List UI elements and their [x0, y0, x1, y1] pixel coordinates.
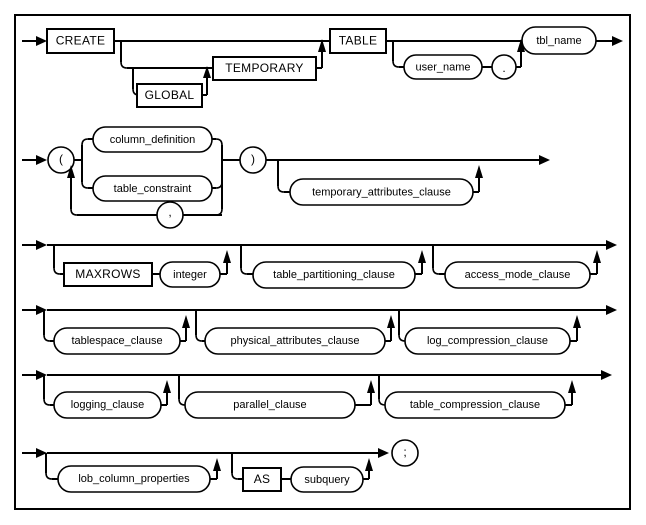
row1-exit-arrow-icon	[612, 36, 623, 46]
username-branch-corner	[392, 60, 400, 68]
comma-loop-corner-left	[70, 208, 78, 216]
temporary-keyword-label: TEMPORARY	[225, 61, 304, 75]
row3-exit-arrow-icon	[606, 240, 617, 250]
temporary-attributes-clause-label: temporary_attributes_clause	[312, 186, 451, 198]
accessmode-branch-corner	[432, 267, 440, 275]
row4-exit-arrow-icon	[606, 305, 617, 315]
user-name-label: user_name	[415, 61, 470, 73]
row5-exit-arrow-icon	[601, 370, 612, 380]
tablecomp-branch-corner	[378, 398, 386, 406]
table-constraint-corner	[81, 181, 89, 189]
as-branch-corner	[231, 472, 239, 480]
table-partitioning-clause-oval[interactable]	[252, 261, 416, 289]
dot-join-arrow-icon	[517, 39, 525, 52]
global-keyword-label: GLOBAL	[145, 88, 195, 102]
row-5-group: logging_clause parallel_clause table_com…	[22, 370, 612, 419]
create-keyword-label: CREATE	[56, 34, 106, 48]
subquery-join-arrow-icon	[365, 458, 373, 471]
comma-loop-corner-right	[215, 208, 223, 216]
tablepart-join-arrow-icon	[418, 250, 426, 263]
open-paren-label: (	[59, 152, 63, 166]
tablespace-clause-label: tablespace_clause	[71, 335, 162, 347]
parallel-join-arrow-icon	[367, 380, 375, 393]
tempattrs-join-arrow-icon	[475, 165, 483, 178]
table-constraint-merge-corner	[215, 181, 223, 189]
diagram-border	[14, 14, 631, 510]
tablespace-join-arrow-icon	[182, 315, 190, 328]
dot-separator-label: .	[502, 61, 505, 75]
physical-attributes-clause-label: physical_attributes_clause	[230, 335, 359, 347]
maxrows-branch-corner	[53, 267, 61, 275]
semicolon-terminator-label: ;	[403, 445, 406, 459]
logging-clause-label: logging_clause	[71, 399, 144, 411]
lobprops-branch-corner	[45, 472, 53, 480]
logging-branch-corner	[43, 398, 51, 406]
temporary-join-arrow-icon	[318, 39, 326, 52]
table-constraint-label: table_constraint	[114, 183, 192, 195]
logging-join-arrow-icon	[163, 380, 171, 393]
subquery-label: subquery	[304, 474, 350, 486]
logcomp-join-arrow-icon	[573, 315, 581, 328]
table-keyword-label: TABLE	[339, 34, 378, 48]
row4-entry-arrow-icon	[36, 305, 47, 315]
tempattrs-branch-corner	[277, 185, 285, 193]
comma-loop-arrow-icon	[67, 165, 75, 178]
row2-entry-arrow-icon	[36, 155, 47, 165]
integer-label: integer	[173, 269, 207, 281]
row-6-group: lob_column_properties AS subquery ;	[22, 439, 419, 493]
column-definition-merge-corner	[215, 138, 223, 146]
tablecomp-join-arrow-icon	[568, 380, 576, 393]
row2-exit-arrow-icon	[539, 155, 550, 165]
row3-entry-arrow-icon	[36, 240, 47, 250]
close-paren-label: )	[251, 152, 255, 166]
column-definition-corner	[81, 138, 89, 146]
physattrs-join-arrow-icon	[387, 315, 395, 328]
semicolon-entry-arrow-icon	[378, 448, 389, 458]
lobprops-join-arrow-icon	[213, 458, 221, 471]
tbl-name-label: tbl_name	[536, 35, 581, 47]
row6-entry-arrow-icon	[36, 448, 47, 458]
column-definition-label: column_definition	[110, 134, 196, 146]
parallel-clause-label: parallel_clause	[233, 399, 306, 411]
create-keyword-box[interactable]	[46, 28, 115, 54]
table-keyword-box[interactable]	[329, 28, 387, 54]
access-mode-clause-label: access_mode_clause	[465, 269, 571, 281]
temporary-branch-corner	[120, 61, 128, 69]
tablepart-branch-corner	[240, 267, 248, 275]
row5-entry-arrow-icon	[36, 370, 47, 380]
accessmode-join-arrow-icon	[593, 250, 601, 263]
entry-arrow-icon	[36, 36, 47, 46]
semicolon-terminator-circle[interactable]	[391, 439, 419, 467]
tablespace-branch-corner	[43, 334, 51, 342]
row-3-group: MAXROWS integer table_partitioning_claus…	[22, 240, 617, 289]
row-2-group: ( column_definition table_constraint	[22, 126, 550, 229]
table-compression-clause-label: table_compression_clause	[410, 399, 540, 411]
parallel-branch-corner	[178, 398, 186, 406]
log-compression-clause-label: log_compression_clause	[427, 335, 548, 347]
logcomp-branch-corner	[398, 334, 406, 342]
maxrows-keyword-label: MAXROWS	[75, 267, 140, 281]
row-1-group: CREATE GLOBAL TEMPORARY	[22, 26, 623, 108]
access-mode-clause-oval[interactable]	[444, 261, 591, 289]
lob-column-properties-label: lob_column_properties	[78, 473, 190, 485]
comma-separator-label: ,	[168, 205, 171, 219]
physattrs-branch-corner	[195, 334, 203, 342]
maxrows-join-arrow-icon	[223, 250, 231, 263]
row-4-group: tablespace_clause physical_attributes_cl…	[22, 305, 617, 355]
global-join-arrow-icon	[203, 66, 211, 78]
table-partitioning-clause-label: table_partitioning_clause	[273, 269, 395, 281]
as-keyword-label: AS	[254, 472, 271, 486]
